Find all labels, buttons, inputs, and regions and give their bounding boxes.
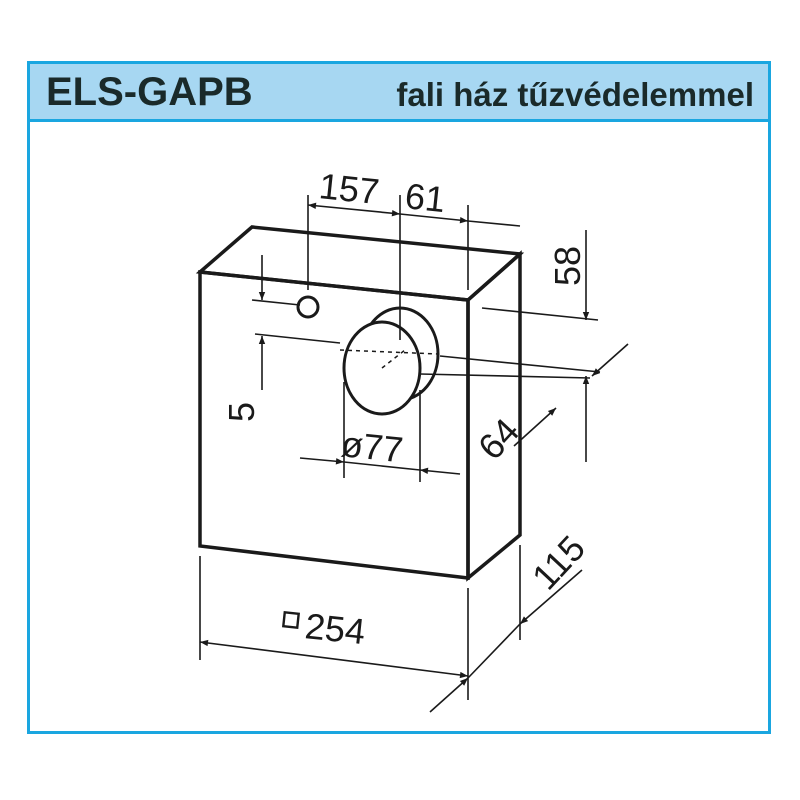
dim-label-61: 61 [403,175,447,220]
dim-label-254: 254 [303,605,367,652]
dim-line-254 [199,639,469,679]
small-hole-icon [296,295,320,319]
dim-line-d77-right [419,467,461,475]
product-description: fali ház tűzvédelemmel [396,76,754,113]
drawing-frame: ELS-GAPB fali ház tűzvédelemmel [27,61,771,734]
ext-line-pipe-right [439,355,601,373]
dim-label-157: 157 [317,165,381,212]
pipe-center-line [339,349,439,355]
ext-line-top-right [481,307,599,321]
dim-line-61 [399,213,469,224]
dim-line-115-lower [429,677,469,713]
dim-line-d77 [299,457,345,465]
dim-line-d77-mid [343,461,421,471]
dim-line-157 [307,202,401,217]
dim-label-d77: ø77 [339,423,405,470]
dim-line-115-mid [467,623,521,679]
title-bar: ELS-GAPB fali ház tűzvédelemmel [30,64,768,122]
ext-line-pipe-right-2 [419,373,591,379]
box-front-face [198,270,470,580]
dim-label-5: 5 [221,402,262,422]
square-symbol-icon [281,610,301,630]
box-top-face [195,225,525,302]
dim-label-58: 58 [547,246,588,286]
dim-line-61-ext [467,220,521,227]
dim-line-64-lower [513,407,557,447]
pipe-axis-line [381,349,406,369]
box-side-face [466,250,522,582]
dim-label-115: 115 [524,528,593,598]
dim-line-64 [591,343,629,377]
product-code: ELS-GAPB [46,70,253,114]
ext-line-left-hole [251,299,301,306]
dim-line-115 [519,569,583,625]
box-outline [195,225,525,582]
ext-line-left-pipe [254,333,341,344]
